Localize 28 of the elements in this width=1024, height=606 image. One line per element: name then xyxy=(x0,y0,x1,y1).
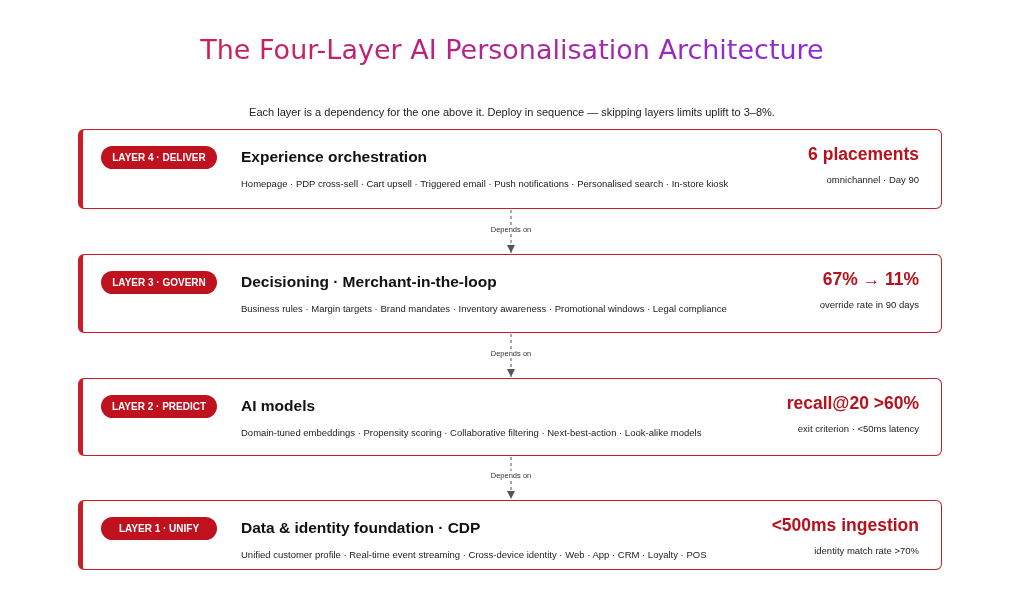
layer-heading: Experience orchestration xyxy=(241,148,428,166)
layer-card xyxy=(78,129,942,209)
layer-heading: Data & identity foundation · CDP xyxy=(241,519,481,537)
layer-badge: LAYER 4 · DELIVER xyxy=(101,146,217,169)
layer-metric: 6 placements xyxy=(808,144,919,165)
layer-items: Domain-tuned embeddings · Propensity scoring · Collaborative filtering · Next-best-action · Look-alike models xyxy=(241,427,702,438)
layer-items: Unified customer profile · Real-time event streaming · Cross-device identity · Web · App · CRM · Loyalty · POS xyxy=(241,549,707,560)
dependency-arrow xyxy=(507,333,515,378)
layer-card xyxy=(78,254,942,333)
dependency-arrow xyxy=(507,209,515,254)
layer-card xyxy=(78,500,942,570)
layer-metric: recall@20 >60% xyxy=(786,393,919,414)
metric-note: override rate in 90 days xyxy=(819,299,919,310)
metric-note: exit criterion · <50ms latency xyxy=(797,423,919,434)
layer-badge: LAYER 3 · GOVERN xyxy=(101,271,217,294)
layer-badge: LAYER 1 · UNIFY xyxy=(101,517,217,540)
dependency-arrow xyxy=(507,456,515,500)
layer-heading: AI models xyxy=(241,397,316,415)
metric-note: omnichannel · Day 90 xyxy=(826,174,919,185)
layer-items: Business rules · Margin targets · Brand mandates · Inventory awareness · Promotional windows · Legal compliance xyxy=(241,303,727,314)
subtitle: Each layer is a dependency for the one above it. Deploy in sequence — skipping layers limits uplift to 3–8%. xyxy=(248,106,776,118)
layer-badge: LAYER 2 · PREDICT xyxy=(101,395,217,418)
layer-metric: 67% → 11% xyxy=(822,269,919,290)
layer-card xyxy=(78,378,942,456)
layer-heading: Decisioning · Merchant-in-the-loop xyxy=(241,273,497,291)
layer-items: Homepage · PDP cross-sell · Cart upsell · Triggered email · Push notifications · Personalised search · In-store kiosk xyxy=(241,178,729,189)
metric-note: identity match rate >70% xyxy=(814,545,919,556)
layer-metric: <500ms ingestion xyxy=(771,515,919,536)
